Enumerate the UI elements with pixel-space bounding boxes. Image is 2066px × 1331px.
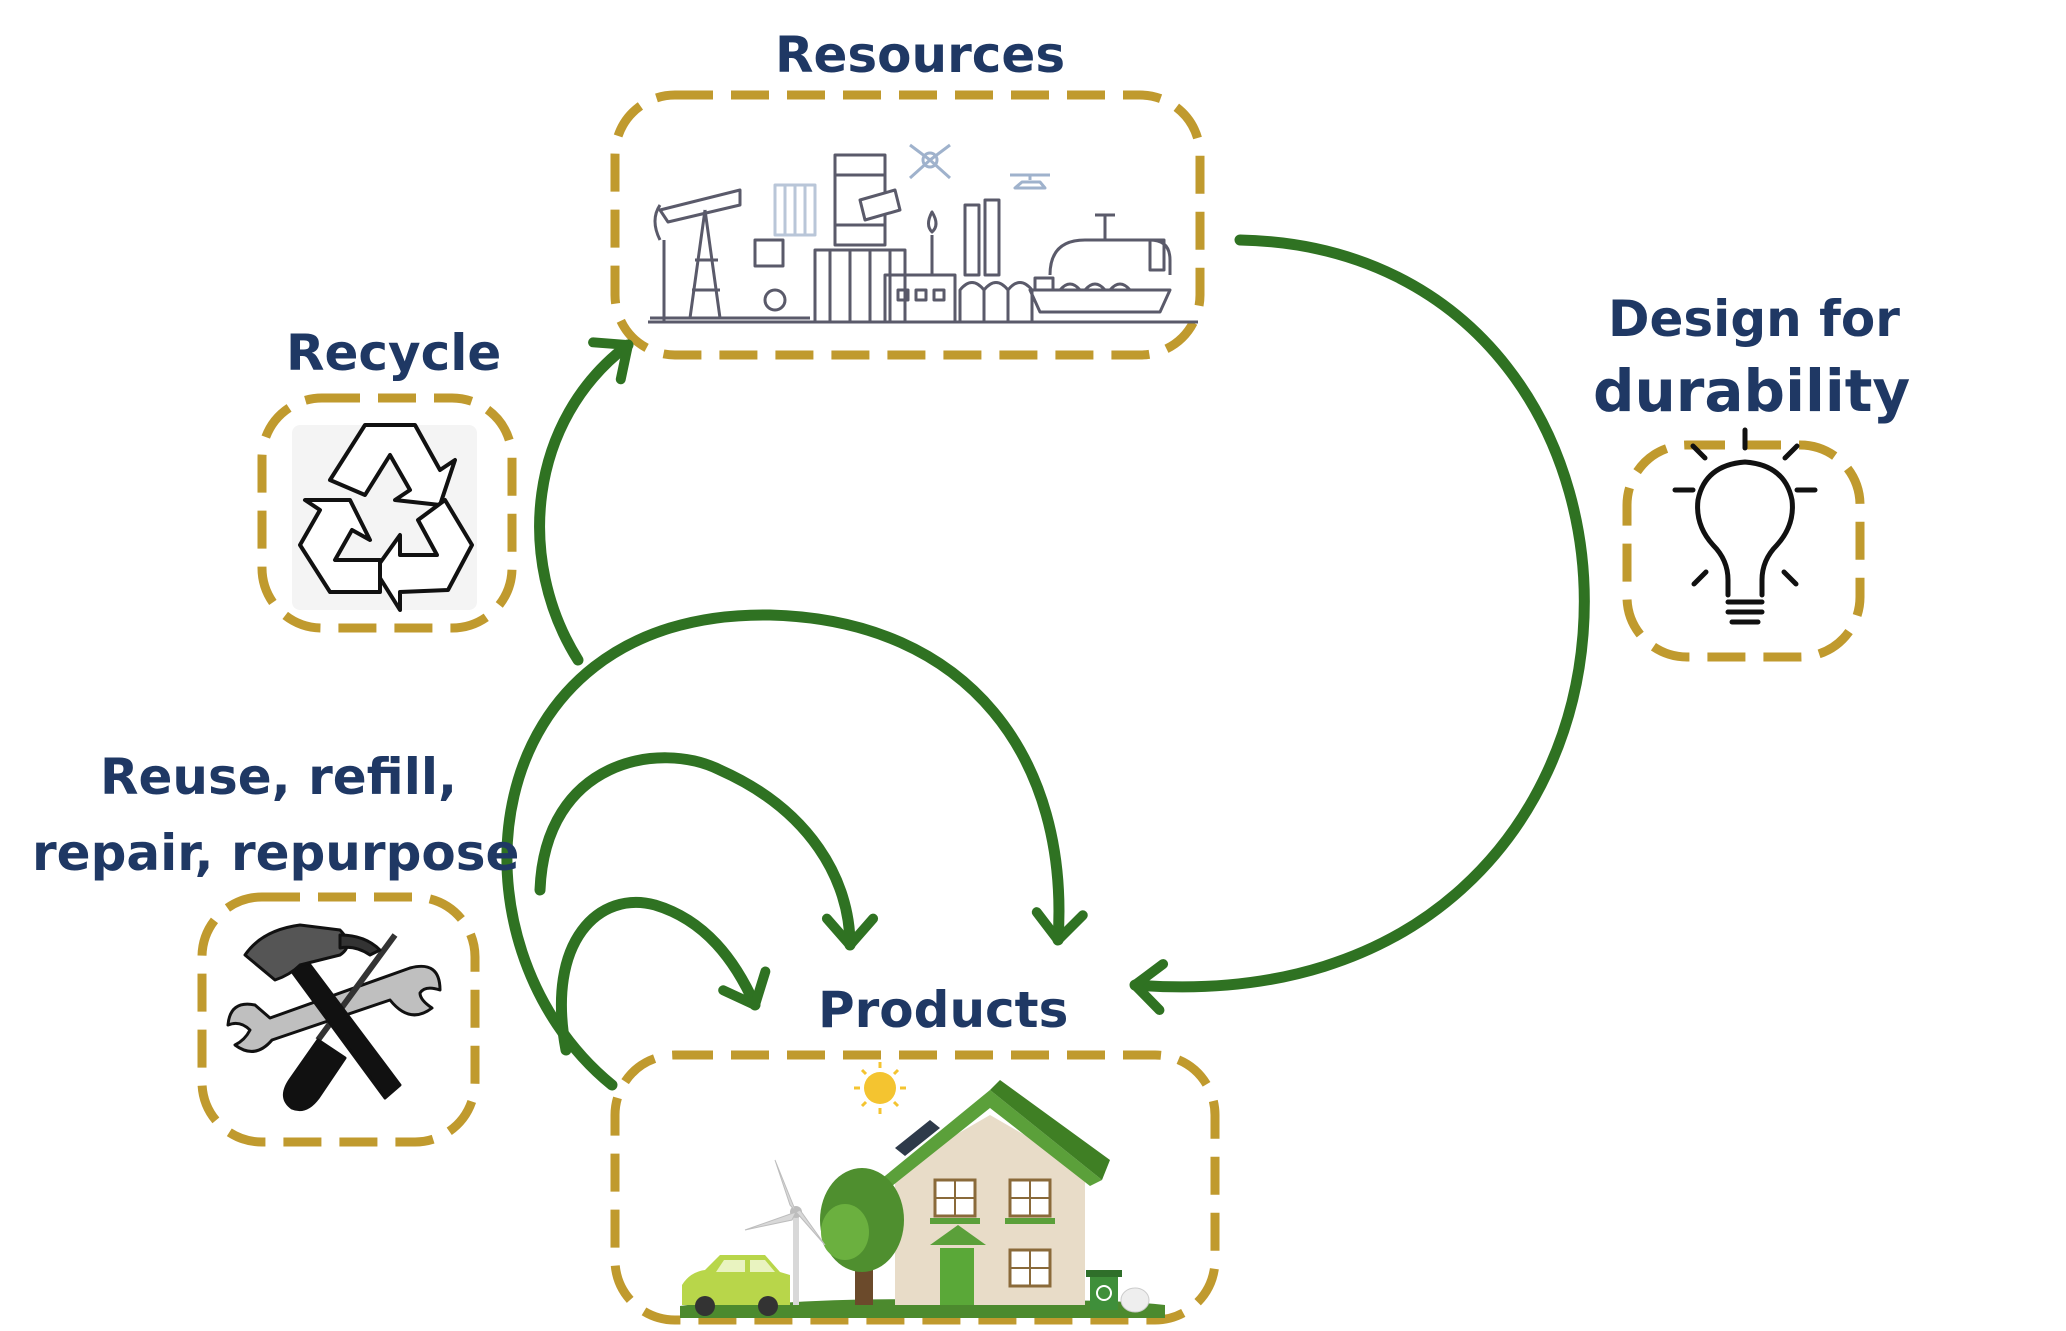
resources-box [610, 90, 1205, 360]
products-box [610, 1050, 1220, 1325]
recycle-label: Recycle [286, 324, 502, 382]
recycle-box [257, 393, 517, 633]
products-label: Products [818, 981, 1069, 1039]
recycle-icon [292, 423, 477, 612]
arrow-reuse-middle [534, 752, 879, 951]
arrow-design-loop [1129, 234, 1590, 1016]
arrow-reuse-outer [501, 609, 1088, 1091]
design-label-line1: Design for [1608, 290, 1900, 348]
reuse-box [197, 892, 480, 1147]
industry-skyline-icon [648, 143, 1198, 324]
hammer-wrench-screwdriver-icon [226, 923, 442, 1112]
reuse-label-line1: Reuse, refill, [100, 748, 457, 806]
resources-label: Resources [775, 26, 1066, 84]
design-label-line2: durability [1593, 357, 1911, 425]
lightbulb-icon [1672, 427, 1818, 625]
design-box [1622, 440, 1865, 662]
reuse-label-line2: repair, repurpose [32, 824, 520, 882]
arrow-recycle [534, 337, 634, 666]
arrow-reuse-inner [556, 896, 771, 1056]
eco-house-icon [680, 1062, 1165, 1318]
